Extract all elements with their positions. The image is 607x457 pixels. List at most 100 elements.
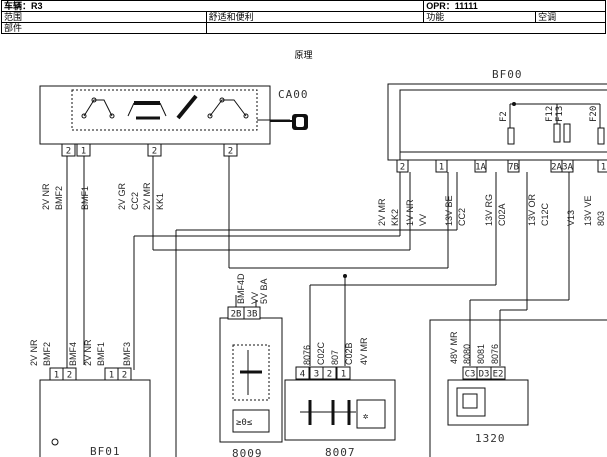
bf00-label: BF00: [492, 68, 523, 81]
pin-box: D3: [476, 366, 492, 380]
pin-box: 2: [223, 143, 238, 157]
svg-text:E2: E2: [493, 370, 504, 380]
bf01-label: BF01: [90, 445, 121, 457]
component-value: [205, 22, 607, 34]
wire-label-b: KK2: [390, 209, 400, 226]
fuse-label: F12: [545, 106, 555, 122]
svg-text:2: 2: [152, 147, 157, 157]
wire-label-b: 8076: [302, 345, 312, 365]
relay-8009-symbol-frame: [232, 409, 270, 433]
svg-text:1: 1: [54, 371, 59, 381]
c8009-label: 8009: [232, 447, 263, 457]
svg-text:2B: 2B: [231, 310, 242, 320]
svg-text:2A: 2A: [551, 163, 562, 173]
wire-label-b: BMF4D: [236, 273, 246, 304]
wire-label-b: CC2: [457, 208, 467, 226]
wires: [66, 103, 601, 457]
svg-text:3A: 3A: [562, 163, 573, 173]
svg-text:1: 1: [109, 371, 114, 381]
wire-label-a: 2V GR: [117, 182, 127, 210]
wire-label-b: C02B: [344, 342, 354, 365]
wire-label-a: 4V MR: [359, 337, 369, 365]
wire-label-a: 5V BA: [259, 278, 269, 304]
bf01-box: [39, 379, 151, 457]
wire-label-a: 13V OR: [527, 193, 537, 226]
svg-text:1: 1: [601, 163, 606, 173]
key-icon: [270, 114, 308, 130]
wire-label-b: 807: [330, 350, 340, 365]
pin-box: 1: [435, 159, 448, 173]
wire-label-a: 13V VE: [583, 195, 593, 226]
box-8007: [284, 379, 396, 441]
fuse-label: F13: [555, 106, 565, 122]
wire-label-a: 2V MR: [142, 182, 152, 210]
wire-label-a: 2V MR: [377, 198, 387, 226]
svg-text:2: 2: [327, 370, 332, 380]
wire-label-b: 8076: [490, 344, 500, 364]
ecu-symbol-frame: [456, 387, 486, 417]
section-title: 原理: [294, 50, 313, 60]
svg-text:1: 1: [439, 163, 444, 173]
svg-text:2: 2: [400, 163, 405, 173]
c1320-label: 1320: [475, 432, 506, 445]
wire-label-b: BMF2: [54, 186, 64, 210]
bf00-inner-frame: [399, 89, 607, 153]
wire-label-a: 2V NR: [41, 183, 51, 210]
pin-box: 2: [62, 367, 77, 381]
pin-box: 3A: [561, 159, 574, 173]
svg-text:3: 3: [314, 370, 319, 380]
wire-label-b: V13: [566, 210, 576, 226]
fuse-group: [507, 123, 605, 145]
fuse-label: F20: [589, 106, 599, 122]
pin-box: 3: [309, 366, 324, 380]
wire-label-b: BMF3: [122, 342, 132, 366]
wire-label-b: 8081: [476, 344, 486, 364]
wire-label-a: 13V BE: [444, 195, 454, 226]
pin-box: 1: [336, 366, 351, 380]
fuse-label: F2: [499, 111, 509, 122]
c8007-label: 8007: [325, 446, 356, 457]
ecu-chip-icon: [462, 393, 478, 409]
ca00-box: [39, 85, 271, 145]
pin-box: 2: [117, 367, 132, 381]
svg-text:2: 2: [66, 147, 71, 157]
svg-text:4: 4: [300, 370, 305, 380]
relay-8009-switch: [232, 344, 270, 401]
wire-label-b: 803: [596, 211, 606, 226]
component-label: 部件: [1, 22, 207, 34]
fan-icon: ✲: [363, 412, 368, 422]
wire-label-b: BMF1: [80, 186, 90, 210]
wire-label-b: BMF4: [68, 342, 78, 366]
svg-text:C3: C3: [465, 370, 476, 380]
pin-box: 2: [396, 159, 409, 173]
svg-text:D3: D3: [479, 370, 490, 380]
ca00-switch-contacts: [81, 94, 290, 121]
wire-label-a: 48V MR: [449, 331, 459, 364]
svg-text:2: 2: [67, 371, 72, 381]
pin-box: 2: [61, 143, 76, 157]
header-table: 车辆：R3 OPR：11111 范围 舒适和便利 功能 空调 部件: [0, 0, 607, 34]
wire-label-a: 1V NR: [405, 199, 415, 226]
pin-box: 3B: [243, 306, 261, 320]
wire-label-b: C12C: [540, 202, 550, 226]
pin-box: 1: [76, 143, 91, 157]
relay-8009-symbol: ≥0≤: [236, 418, 253, 428]
ca00-label: CA00: [278, 88, 309, 101]
wire-label-b: C02A: [497, 203, 507, 226]
wire-label-b: C02C: [316, 341, 326, 365]
box-1320-outer: [429, 319, 607, 457]
pin-box: E2: [490, 366, 506, 380]
svg-text:1: 1: [81, 147, 86, 157]
wire-label-b: VV: [250, 292, 260, 304]
ca00-switch-frame: [71, 89, 258, 131]
svg-text:1: 1: [341, 370, 346, 380]
pin-box: C3: [462, 366, 478, 380]
svg-text:2: 2: [122, 371, 127, 381]
fan-symbol-frame: [356, 399, 386, 429]
pin-box: 7B: [507, 159, 520, 173]
pin-box: 1: [104, 367, 119, 381]
wire-label-a: 13V RG: [484, 194, 494, 226]
